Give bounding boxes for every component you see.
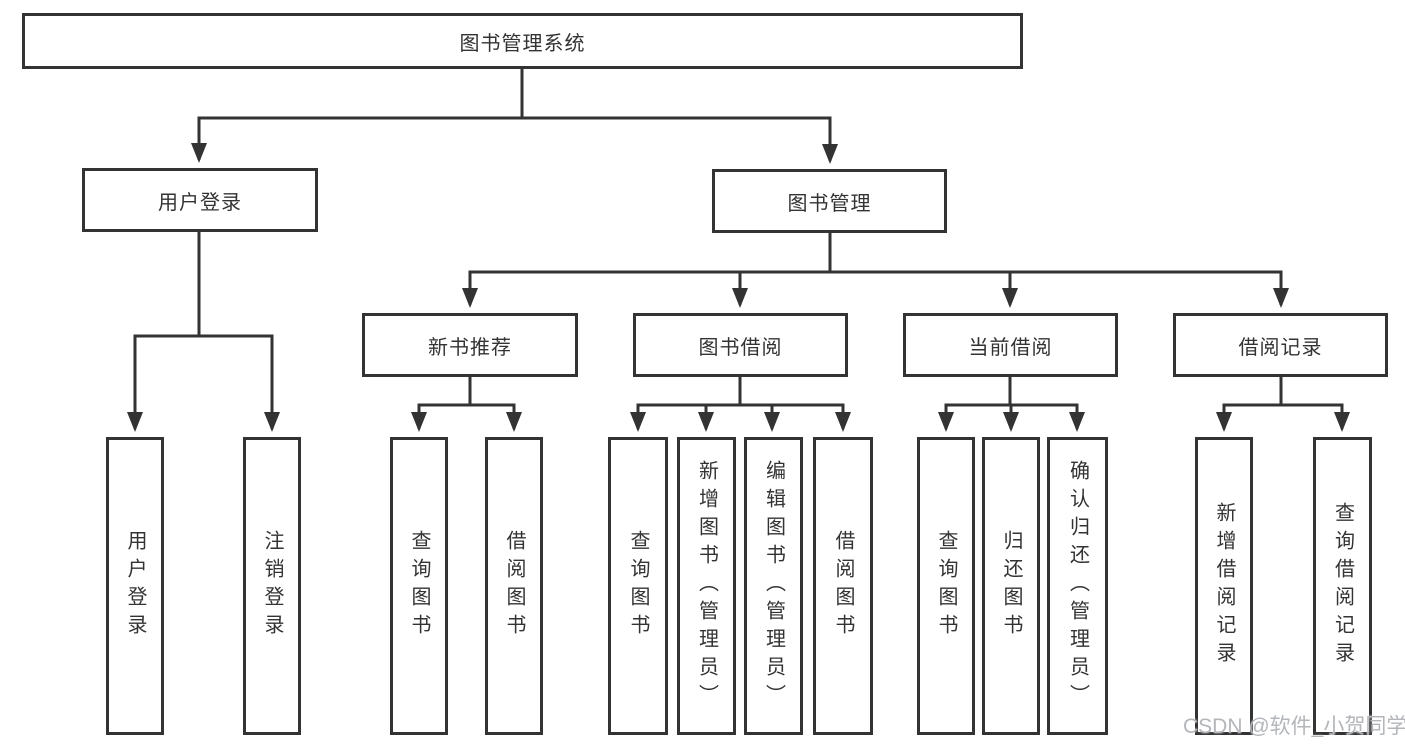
node-label: 图书管理系统 [459, 32, 586, 55]
leaf-label: 用户登录 [124, 530, 146, 642]
leaf-query-books-1: 查询图书 [390, 437, 448, 735]
leaf-query-books-2: 查询图书 [608, 437, 668, 735]
leaf-user-login: 用户登录 [106, 437, 164, 735]
node-root-library-system: 图书管理系统 [22, 13, 1023, 69]
leaf-borrow-books-2: 借阅图书 [813, 437, 873, 735]
leaf-label: 新增借阅记录 [1213, 502, 1235, 670]
leaf-label: 借阅图书 [832, 530, 854, 642]
leaf-label: 查询图书 [408, 530, 430, 642]
node-new-book-recommend: 新书推荐 [362, 313, 578, 377]
node-label: 图书管理 [787, 192, 872, 215]
leaf-query-books-3: 查询图书 [917, 437, 975, 735]
node-label: 借阅记录 [1238, 336, 1323, 359]
leaf-add-borrow-record: 新增借阅记录 [1195, 437, 1253, 735]
leaf-edit-books-admin: 编辑图书（管理员） [744, 437, 803, 735]
node-book-management: 图书管理 [712, 169, 947, 233]
leaf-label: 查询借阅记录 [1331, 502, 1354, 670]
leaf-label: 注销登录 [261, 530, 283, 642]
node-current-borrowing: 当前借阅 [903, 313, 1118, 377]
leaf-borrow-books-1: 借阅图书 [485, 437, 543, 735]
leaf-label: 新增图书（管理员） [695, 460, 718, 712]
node-borrowing-records: 借阅记录 [1173, 313, 1388, 377]
node-book-borrowing: 图书借阅 [633, 313, 848, 377]
leaf-logout: 注销登录 [243, 437, 301, 735]
leaf-confirm-return-admin: 确认归还（管理员） [1047, 437, 1108, 735]
node-user-login: 用户登录 [82, 168, 318, 232]
leaf-label: 编辑图书（管理员） [762, 460, 785, 712]
node-label: 当前借阅 [968, 336, 1053, 359]
leaf-label: 借阅图书 [503, 530, 525, 642]
node-label: 用户登录 [158, 191, 242, 214]
leaf-label: 查询图书 [627, 530, 649, 642]
leaf-label: 归还图书 [1000, 530, 1022, 642]
node-label: 图书借阅 [698, 336, 783, 359]
leaf-query-borrow-record: 查询借阅记录 [1313, 437, 1372, 735]
node-label: 新书推荐 [428, 336, 512, 359]
leaf-return-books: 归还图书 [982, 437, 1040, 735]
csdn-watermark: CSDN @软件_小贺同学 [1183, 715, 1405, 738]
leaf-add-books-admin: 新增图书（管理员） [677, 437, 736, 735]
leaf-label: 查询图书 [935, 530, 957, 642]
leaf-label: 确认归还（管理员） [1066, 460, 1089, 712]
